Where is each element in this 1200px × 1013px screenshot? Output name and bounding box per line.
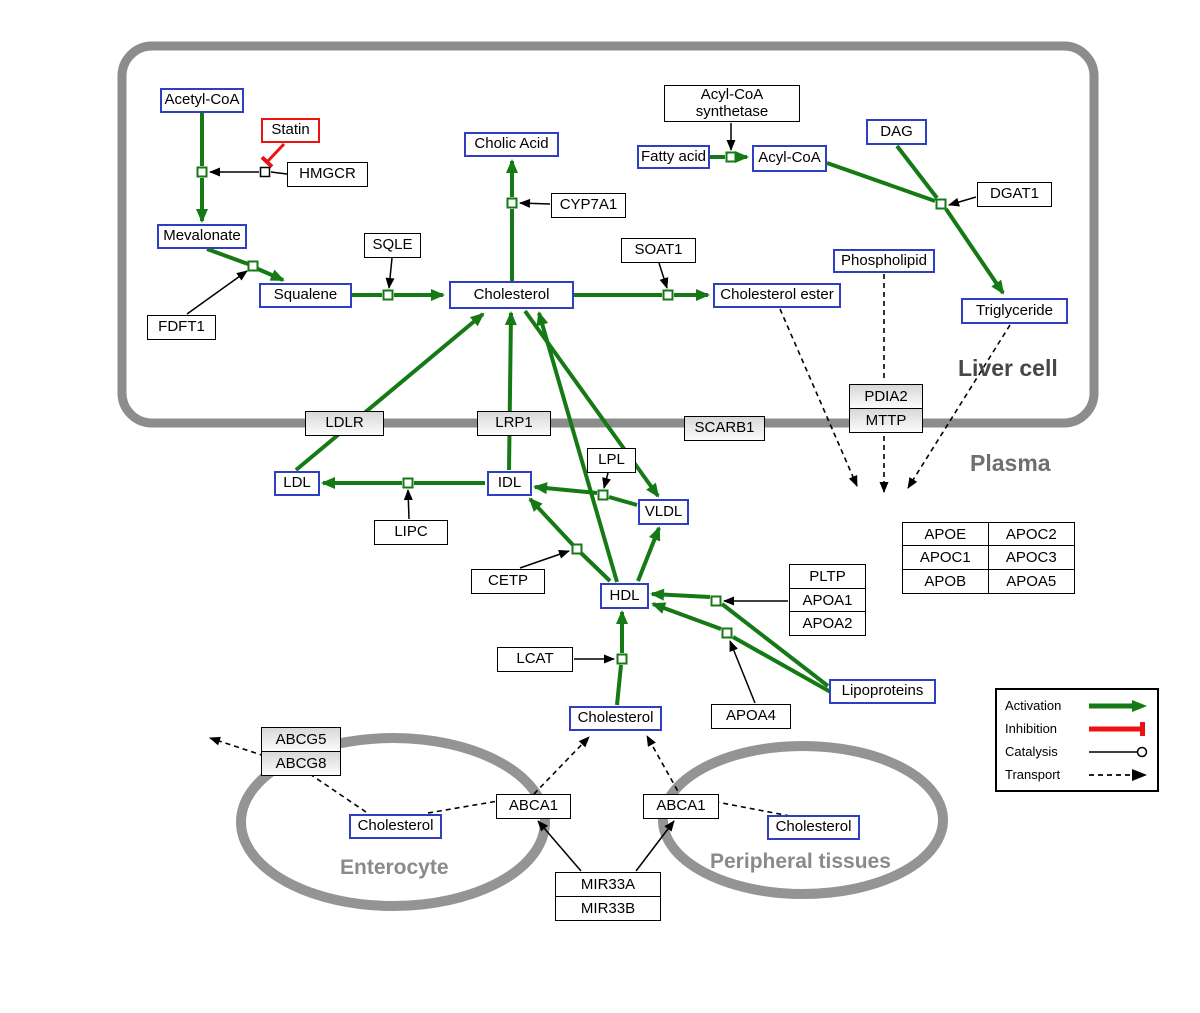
hmgcr-catalysis-anchor-square [259, 166, 271, 178]
node-ldl[interactable]: LDL [274, 471, 320, 496]
stack-abcg5-abcg8: ABCG5 ABCG8 [261, 727, 341, 776]
legend-row-activation: Activation [1005, 695, 1149, 717]
node-dag[interactable]: DAG [866, 119, 927, 145]
node-abcg5[interactable]: ABCG5 [261, 727, 341, 752]
node-cetp[interactable]: CETP [471, 569, 545, 594]
node-pltp[interactable]: PLTP [789, 564, 866, 589]
node-vldl[interactable]: VLDL [638, 499, 689, 525]
acyl-coa-synthetase-line2: synthetase [695, 102, 769, 120]
node-ldlr[interactable]: LDLR [305, 411, 384, 436]
catalysis-circle-icon [1089, 746, 1148, 757]
plasma-label: Plasma [970, 450, 1051, 476]
node-scarb1[interactable]: SCARB1 [684, 416, 765, 441]
acyl-coa-synthetase-line1: Acyl-CoA [700, 86, 764, 104]
activation-arrow-icon [1089, 699, 1147, 712]
node-mir33b[interactable]: MIR33B [555, 895, 661, 921]
node-hmgcr[interactable]: HMGCR [287, 162, 368, 187]
node-abcg8[interactable]: ABCG8 [261, 750, 341, 776]
stack-pltp-apoa1-apoa2: PLTP APOA1 APOA2 [789, 564, 866, 636]
catalysis-edges [186, 123, 977, 872]
node-abca1-enterocyte[interactable]: ABCA1 [496, 794, 571, 819]
stack-mir33a-mir33b: MIR33A MIR33B [555, 872, 661, 921]
legend-transport-label: Transport [1005, 767, 1061, 782]
node-sqle[interactable]: SQLE [364, 233, 421, 258]
inhibition-edge-statin-hmgcr [260, 142, 286, 169]
node-mir33a[interactable]: MIR33A [555, 872, 661, 897]
node-acyl-coa[interactable]: Acyl-CoA [752, 145, 827, 172]
node-mttp[interactable]: MTTP [849, 407, 923, 433]
node-cholesterol-plasma[interactable]: Cholesterol [569, 706, 662, 731]
peripheral-tissues-label: Peripheral tissues [710, 850, 891, 873]
node-apoe[interactable]: APOE [901, 521, 989, 547]
reaction-node-squares [196, 151, 947, 665]
apolipoprotein-table: APOE APOC2 APOC1 APOC3 APOB APOA5 [901, 521, 1075, 594]
node-apoc1[interactable]: APOC1 [901, 545, 989, 570]
node-pdia2[interactable]: PDIA2 [849, 384, 923, 409]
node-lipc[interactable]: LIPC [374, 520, 448, 545]
node-dgat1[interactable]: DGAT1 [977, 182, 1052, 207]
node-lpl[interactable]: LPL [587, 448, 636, 473]
stack-pdia2-mttp: PDIA2 MTTP [849, 384, 923, 433]
node-cholesterol-peripheral[interactable]: Cholesterol [767, 815, 860, 840]
node-apoa5[interactable]: APOA5 [987, 568, 1075, 594]
node-mevalonate[interactable]: Mevalonate [157, 224, 247, 249]
legend-catalysis-label: Catalysis [1005, 744, 1058, 759]
node-triglyceride[interactable]: Triglyceride [961, 298, 1068, 324]
node-phospholipid[interactable]: Phospholipid [833, 249, 935, 273]
node-acetyl-coa[interactable]: Acetyl-CoA [160, 88, 244, 113]
legend: Activation Inhibition Catalysis Transpor… [995, 688, 1159, 792]
node-lipoproteins[interactable]: Lipoproteins [829, 679, 936, 704]
node-apoc2[interactable]: APOC2 [987, 521, 1075, 547]
liver-cell-membrane [117, 41, 1099, 428]
legend-row-inhibition: Inhibition [1005, 718, 1149, 740]
liver-cell-label: Liver cell [958, 355, 1058, 381]
legend-inhibition-label: Inhibition [1005, 721, 1058, 736]
node-cholesterol-enterocyte[interactable]: Cholesterol [349, 814, 442, 839]
inhibition-tbar-icon [1089, 721, 1145, 736]
node-squalene[interactable]: Squalene [259, 283, 352, 308]
node-acyl-coa-synthetase[interactable]: Acyl-CoA synthetase [664, 85, 800, 122]
node-soat1[interactable]: SOAT1 [621, 238, 696, 263]
node-cholic-acid[interactable]: Cholic Acid [464, 132, 559, 157]
node-cholesterol-liver[interactable]: Cholesterol [449, 281, 574, 309]
node-apoc3[interactable]: APOC3 [987, 545, 1075, 570]
legend-row-catalysis: Catalysis [1005, 741, 1149, 763]
node-fatty-acid[interactable]: Fatty acid [637, 145, 710, 169]
node-abca1-peripheral[interactable]: ABCA1 [643, 794, 719, 819]
enterocyte-label: Enterocyte [340, 856, 449, 879]
node-apoa2[interactable]: APOA2 [789, 611, 866, 636]
node-lrp1[interactable]: LRP1 [477, 411, 551, 436]
node-lcat[interactable]: LCAT [497, 647, 573, 672]
node-apoa4[interactable]: APOA4 [711, 704, 791, 729]
legend-row-transport: Transport [1005, 764, 1149, 786]
node-cholesterol-ester[interactable]: Cholesterol ester [713, 283, 841, 308]
node-statin[interactable]: Statin [261, 118, 320, 143]
node-hdl[interactable]: HDL [600, 583, 649, 609]
node-apob[interactable]: APOB [901, 568, 989, 594]
node-cyp7a1[interactable]: CYP7A1 [551, 193, 626, 218]
peripheral-tissues-membrane [658, 741, 948, 899]
transport-dashed-arrow-icon [1089, 768, 1147, 781]
node-idl[interactable]: IDL [487, 471, 532, 496]
node-fdft1[interactable]: FDFT1 [147, 315, 216, 340]
legend-activation-label: Activation [1005, 698, 1062, 713]
node-apoa1[interactable]: APOA1 [789, 587, 866, 613]
